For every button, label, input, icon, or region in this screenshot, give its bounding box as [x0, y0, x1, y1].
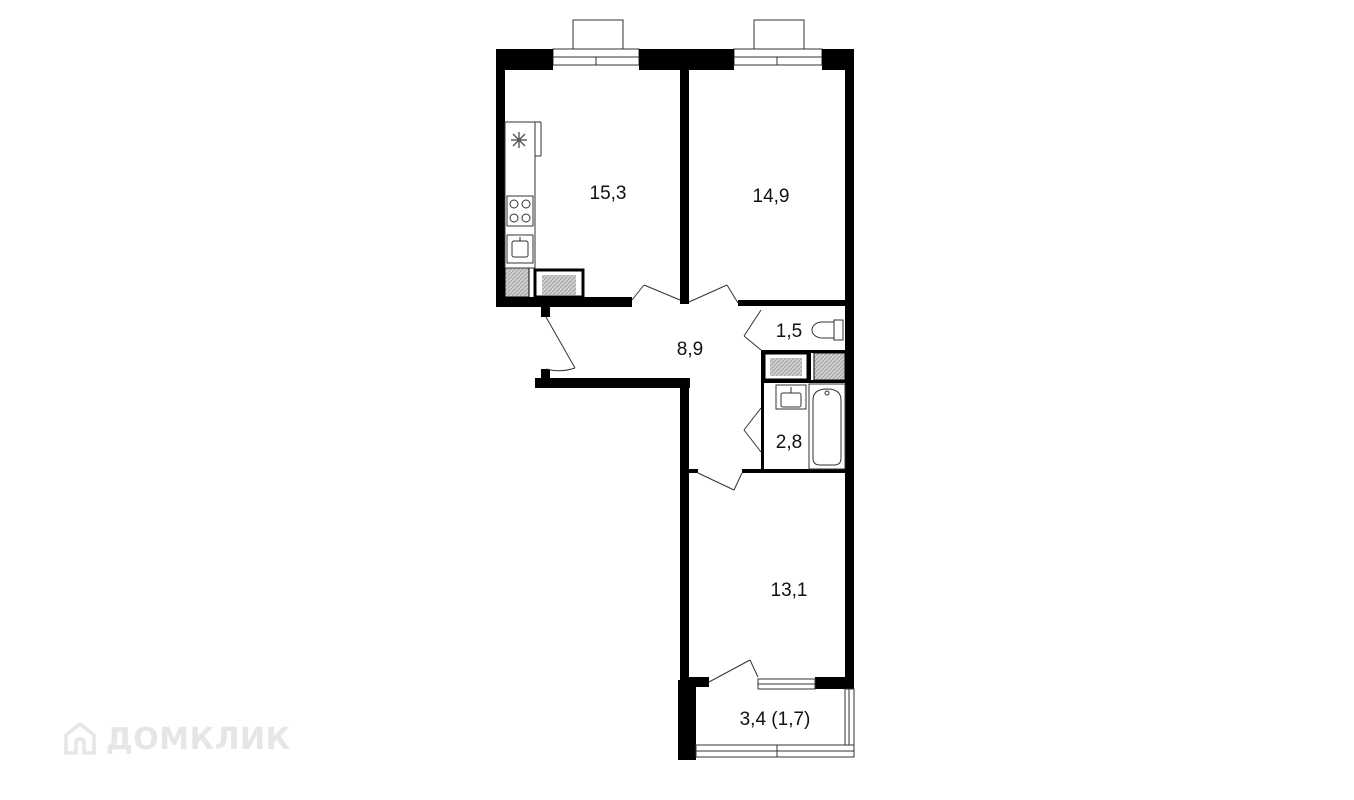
domclick-watermark: ДОМКЛИК	[60, 719, 291, 759]
kitchen-counter	[504, 121, 542, 269]
watermark-text: ДОМКЛИК	[106, 721, 291, 757]
doors	[545, 284, 762, 683]
bathroom-sink-icon	[775, 384, 807, 410]
bedroom-2-window	[757, 678, 816, 690]
room-area-toilet: 1,5	[776, 321, 802, 342]
room-area-balcony: 3,4 (1,7)	[740, 709, 811, 730]
toilet-icon	[811, 319, 844, 341]
bathtub-icon	[808, 383, 846, 470]
room-area-kitchen: 15,3	[590, 183, 627, 204]
window-bay-kitchen	[552, 19, 640, 66]
window-bay-bedroom-1	[733, 19, 823, 66]
room-area-bathroom: 2,8	[776, 432, 802, 453]
room-area-bedroom-2: 13,1	[771, 580, 808, 601]
stove-icon	[506, 195, 534, 227]
walls	[496, 49, 854, 760]
ventilation-shafts	[504, 267, 846, 382]
room-area-hallway: 8,9	[677, 339, 703, 360]
balcony-railing	[695, 688, 855, 758]
house-logo-icon	[64, 722, 96, 755]
fridge-icon	[511, 132, 527, 148]
room-area-bedroom-1: 14,9	[753, 186, 790, 207]
kitchen-sink-icon	[506, 234, 534, 264]
